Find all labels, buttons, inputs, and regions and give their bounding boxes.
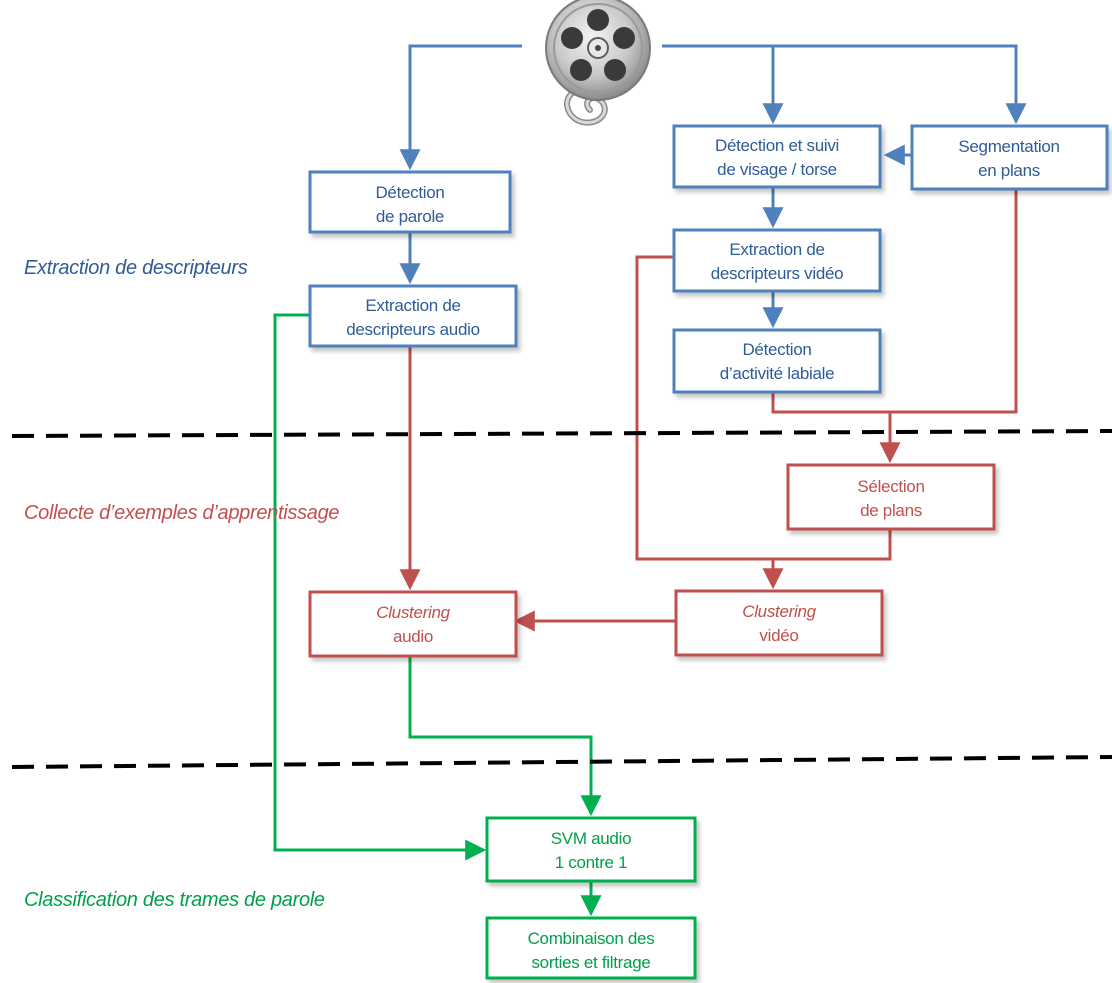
- box-detection-parole: Détection de parole: [308, 170, 512, 234]
- box-combinaison-line2: sorties et filtrage: [531, 953, 650, 972]
- box-selection-plans-line1: Sélection: [857, 477, 924, 496]
- section-label-classification: Classification des trames de parole: [24, 889, 325, 911]
- separator-top: [11, 429, 1112, 438]
- connector-clustering-audio-to-svm: [408, 656, 602, 817]
- box-activite-labiale-line2: d’activité labiale: [720, 364, 835, 383]
- section-label-collecte: Collecte d’exemples d’apprentissage: [24, 502, 339, 524]
- connector-selection-to-clustering-video: [773, 529, 892, 561]
- box-extraction-video-line2: descripteurs vidéo: [711, 264, 844, 283]
- box-activite-labiale-line1: Détection: [742, 340, 811, 359]
- box-detection-visage-line2: de visage / torse: [717, 160, 837, 179]
- film-reel-icon: [545, 0, 651, 126]
- box-clustering-audio-line1: Clustering: [376, 603, 450, 622]
- box-selection-plans: Sélection de plans: [786, 463, 996, 531]
- red-connectors: [399, 189, 1018, 632]
- box-combinaison: Combinaison des sorties et filtrage: [485, 916, 697, 980]
- box-segmentation-line1: Segmentation: [958, 137, 1059, 156]
- connector-extraction-audio-to-svm: [273, 313, 487, 861]
- box-detection-visage: Détection et suivi de visage / torse: [672, 124, 882, 189]
- connector-reel-to-segmentation: [662, 44, 1027, 125]
- box-clustering-video-line2: vidéo: [759, 626, 798, 645]
- box-svm-audio-line1: SVM audio: [551, 829, 631, 848]
- box-extraction-audio-line2: descripteurs audio: [346, 320, 480, 339]
- box-extraction-audio: Extraction de descripteurs audio: [308, 284, 518, 348]
- box-detection-parole-line1: Détection: [375, 183, 444, 202]
- box-svm-audio: SVM audio 1 contre 1: [485, 816, 697, 883]
- box-extraction-video-line1: Extraction de: [729, 240, 824, 259]
- box-clustering-audio: Clustering audio: [308, 590, 518, 658]
- green-connectors: [273, 313, 602, 917]
- connector-labiale-to-selection: [771, 392, 901, 464]
- connector-segmentation-to-selection: [890, 189, 1018, 414]
- box-detection-visage-line1: Détection et suivi: [715, 136, 839, 155]
- separator-bottom: [11, 755, 1112, 769]
- blue-connectors: [399, 44, 1027, 329]
- box-detection-parole-line2: de parole: [376, 207, 444, 226]
- box-activite-labiale: Détection d’activité labiale: [672, 328, 882, 394]
- box-clustering-audio-line2: audio: [393, 627, 433, 646]
- box-combinaison-line1: Combinaison des: [528, 929, 655, 948]
- section-separators: [11, 429, 1112, 769]
- box-clustering-video-line1: Clustering: [742, 602, 816, 621]
- box-svm-audio-line2: 1 contre 1: [555, 853, 628, 872]
- box-segmentation-line2: en plans: [978, 161, 1040, 180]
- connector-reel-to-detection-parole: [399, 44, 522, 171]
- box-clustering-video: Clustering vidéo: [674, 589, 884, 657]
- box-extraction-audio-line1: Extraction de: [365, 296, 460, 315]
- box-segmentation: Segmentation en plans: [910, 124, 1109, 191]
- connector-extraction-video-to-clustering-video: [635, 255, 784, 590]
- box-extraction-video: Extraction de descripteurs vidéo: [672, 228, 882, 293]
- section-label-extraction: Extraction de descripteurs: [24, 257, 248, 279]
- box-selection-plans-line2: de plans: [860, 501, 922, 520]
